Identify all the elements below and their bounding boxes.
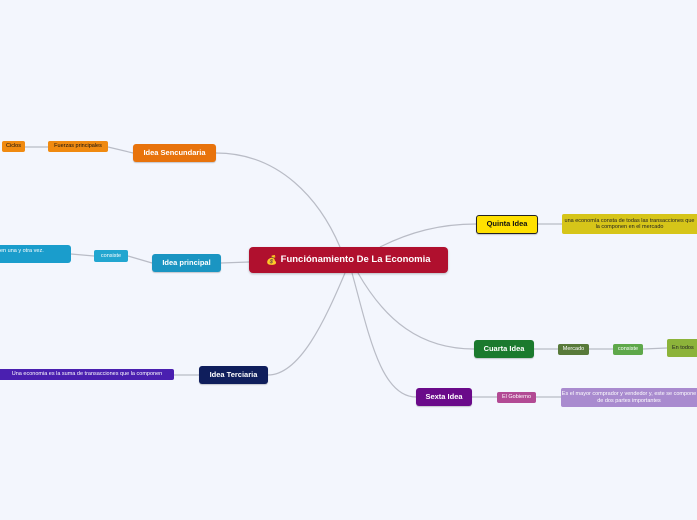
subtopic-suma-transacciones[interactable]: Una economia es la suma de transacciones… [0, 369, 174, 380]
subtopic-suma-transacciones-label: Una economia es la suma de transacciones… [11, 371, 163, 378]
subtopic-cuarta-consiste-label: consiste [617, 346, 639, 353]
subtopic-consiste-label: consiste [100, 252, 122, 259]
topic-idea-secundaria[interactable]: Idea Sencundaria [133, 144, 216, 162]
topic-idea-principal[interactable]: Idea principal [152, 254, 221, 272]
topic-idea-terciaria-label: Idea Terciaria [209, 369, 258, 379]
link-root-principal [220, 261, 250, 264]
topic-cuarta-idea[interactable]: Cuarta Idea [474, 340, 534, 358]
topic-idea-terciaria[interactable]: Idea Terciaria [199, 366, 268, 384]
link-root-terciaria [267, 272, 346, 376]
topic-quinta-idea-label: Quinta Idea [486, 219, 528, 229]
subtopic-en-todos[interactable]: En todos [667, 339, 697, 357]
subtopic-consiste[interactable]: consiste [94, 250, 128, 262]
subtopic-ciclos[interactable]: Ciclos [2, 141, 25, 152]
subtopic-mercado-label: Mercado [562, 346, 585, 353]
money-bag-icon: 💰 [266, 254, 278, 265]
topic-idea-secundaria-label: Idea Sencundaria [143, 147, 206, 157]
subtopic-mayor-comprador[interactable]: Es el mayor comprador y vendedor y, este… [561, 388, 697, 407]
topic-sexta-idea[interactable]: Sexta Idea [416, 388, 472, 406]
link-root-sexta [351, 272, 417, 398]
subtopic-fuerzas-principales[interactable]: Fuerzas principales [48, 141, 108, 152]
subtopic-economia-consta-label: una economía consta de todas las transac… [564, 217, 695, 230]
topic-cuarta-idea-label: Cuarta Idea [483, 343, 525, 353]
subtopic-ciclos-label: Ciclos [6, 143, 21, 150]
link-root-secundaria [215, 152, 341, 248]
root-topic[interactable]: 💰 Funciónamiento De La Economia [249, 247, 448, 273]
topic-quinta-idea[interactable]: Quinta Idea [476, 215, 538, 234]
subtopic-en-todos-label: En todos [672, 344, 694, 351]
link-consiste-entodos [642, 347, 668, 350]
link-secundaria-fuerzas [107, 146, 134, 154]
root-label: Funciónamiento De La Economia [280, 253, 431, 265]
link-root-quinta [379, 223, 477, 248]
subtopic-en-una-y-otra-vez[interactable]: en una y otra vez. [0, 245, 71, 263]
subtopic-en-una-y-otra-vez-label: en una y otra vez. [0, 248, 44, 254]
subtopic-el-gobierno[interactable]: El Gobierno [497, 392, 536, 403]
link-principal-consiste [127, 255, 153, 264]
topic-idea-principal-label: Idea principal [162, 257, 211, 267]
subtopic-mercado[interactable]: Mercado [558, 344, 589, 355]
topic-sexta-idea-label: Sexta Idea [425, 391, 463, 401]
link-root-cuarta [357, 272, 475, 350]
link-consiste-en [70, 253, 95, 257]
subtopic-fuerzas-principales-label: Fuerzas principales [54, 143, 102, 150]
subtopic-el-gobierno-label: El Gobierno [501, 394, 532, 401]
subtopic-cuarta-consiste[interactable]: consiste [613, 344, 643, 355]
subtopic-economia-consta[interactable]: una economía consta de todas las transac… [562, 214, 697, 234]
subtopic-mayor-comprador-label: Es el mayor comprador y vendedor y, este… [561, 391, 697, 404]
